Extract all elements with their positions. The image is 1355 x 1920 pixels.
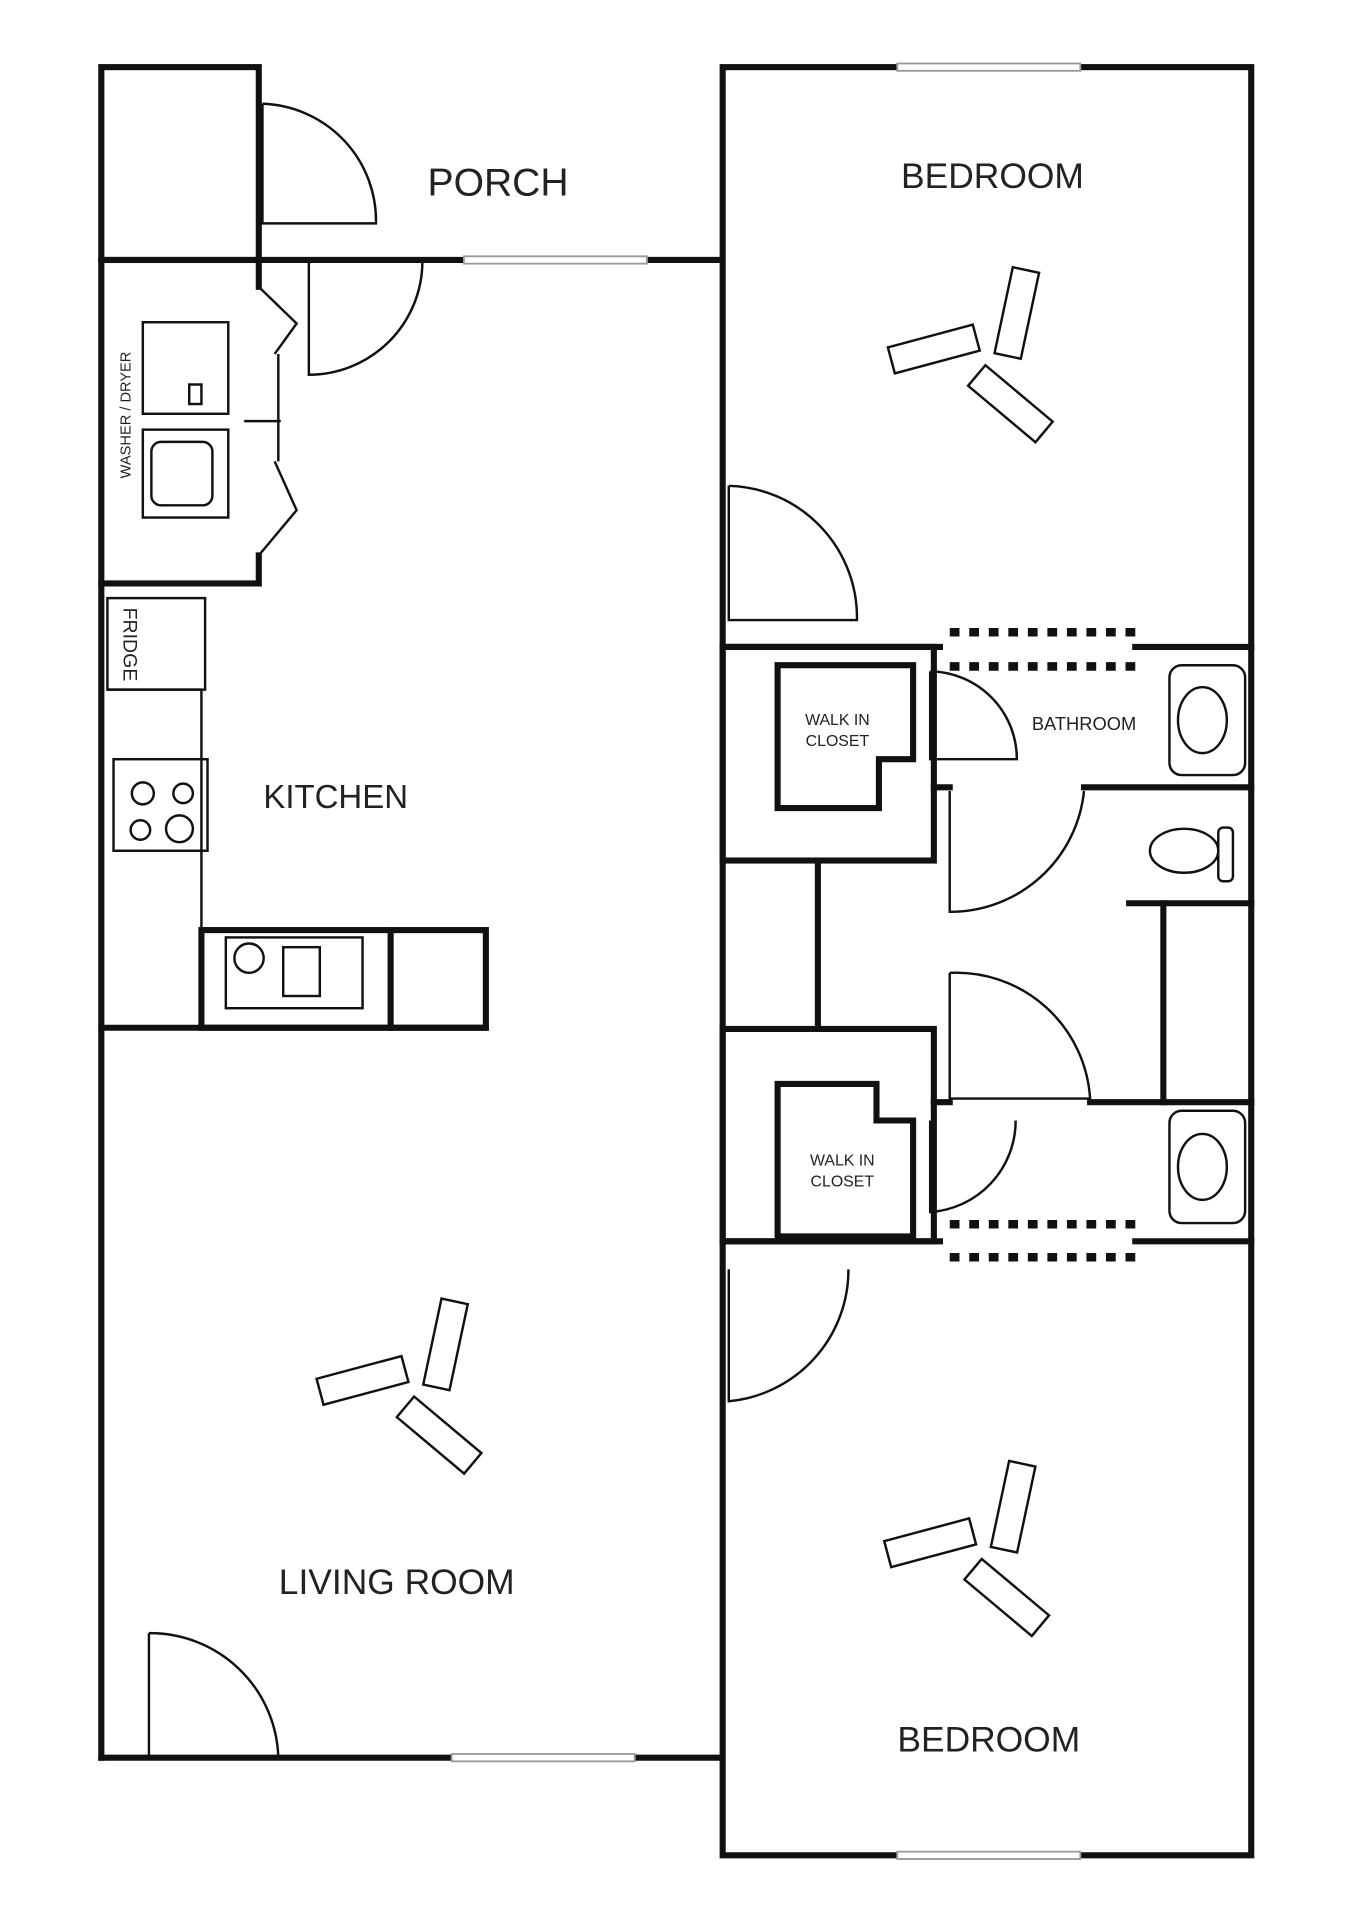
kitchen-label: KITCHEN bbox=[263, 778, 408, 815]
ceiling-fan-icon bbox=[882, 1459, 1051, 1638]
washer-dryer-label: WASHER / DRYER bbox=[119, 352, 135, 479]
fridge-label: FRIDGE bbox=[118, 608, 140, 682]
walls bbox=[98, 64, 1255, 1859]
porch-label: PORCH bbox=[428, 161, 569, 204]
appliances bbox=[106, 321, 1247, 1225]
ceiling-fan-icon bbox=[886, 265, 1055, 444]
windows bbox=[450, 62, 1082, 1860]
closet-bottom-label: WALK IN bbox=[810, 1153, 875, 1170]
bedroom-top-label: BEDROOM bbox=[901, 157, 1084, 196]
bedroom-bottom-label: BEDROOM bbox=[897, 1721, 1080, 1760]
closet-bottom-label: CLOSET bbox=[811, 1173, 875, 1190]
ceiling-fan-icon bbox=[315, 1297, 484, 1476]
living-room-label: LIVING ROOM bbox=[279, 1563, 515, 1602]
doors bbox=[147, 102, 1092, 1759]
closet-top-label: WALK IN bbox=[805, 712, 870, 729]
bathroom-label: BATHROOM bbox=[1032, 713, 1136, 734]
closet-top-label: CLOSET bbox=[806, 733, 870, 750]
